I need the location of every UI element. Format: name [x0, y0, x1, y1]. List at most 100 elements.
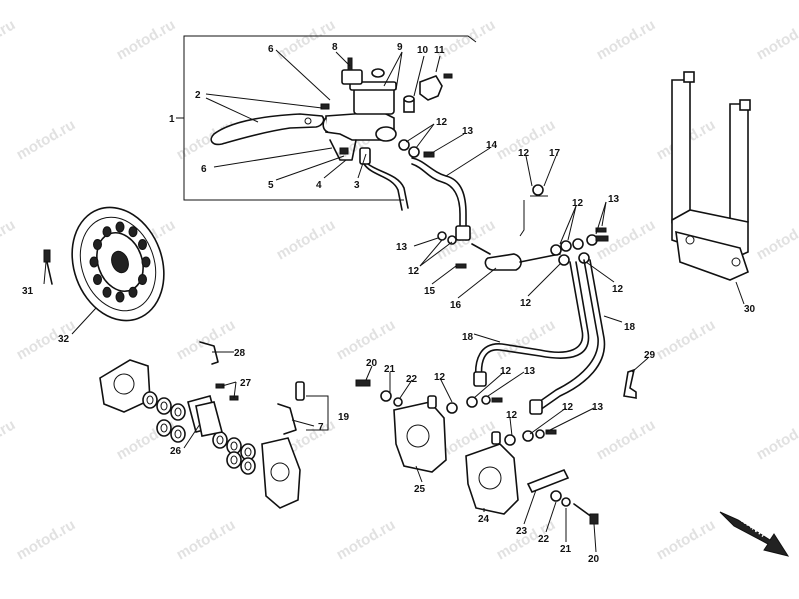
- watermark-text: motod.ru: [594, 16, 659, 63]
- disc-hole: [128, 286, 138, 298]
- fork-mounting-bracket: [671, 71, 751, 281]
- caliper-bleeder-and-clip: [277, 381, 329, 435]
- watermark-text: motod.ru: [0, 216, 18, 263]
- callout-21-a: 21: [384, 364, 396, 375]
- watermark-text: motod.ru: [754, 16, 799, 63]
- caliper-piston-ring: [226, 451, 242, 469]
- callout-12-c: 12: [572, 198, 584, 209]
- callout-12-b: 12: [518, 148, 530, 159]
- callout-1: 1: [169, 114, 175, 125]
- watermark-text: motod.ru: [754, 216, 799, 263]
- callout-labels: 1 2 3 4 5 6 6 7 8 9 10 11 12 13 14 12 17…: [22, 42, 756, 565]
- caliper-piston-ring: [240, 457, 256, 475]
- brake-lever: [210, 113, 325, 146]
- watermark-text: motod.ru: [174, 316, 239, 363]
- disc-hole: [115, 221, 125, 233]
- disc-hole: [141, 256, 151, 268]
- disc-hole: [93, 239, 102, 250]
- callout-12-g: 12: [434, 372, 446, 383]
- watermark-text: motod.ru: [494, 316, 559, 363]
- callout-25: 25: [414, 484, 426, 495]
- disc-hole: [102, 286, 112, 298]
- caliper-piston-bore: [230, 441, 238, 451]
- right-banjo-stack: [550, 227, 609, 266]
- caliper-piston-ring: [156, 419, 172, 437]
- watermark-text: motod.ru: [14, 516, 79, 563]
- callout-4: 4: [316, 180, 322, 191]
- master-cylinder-group-bracket: [176, 35, 477, 201]
- callout-13-a: 13: [462, 126, 474, 137]
- callout-6-lower: 6: [201, 164, 207, 175]
- callout-28: 28: [234, 348, 246, 359]
- brake-disc: [71, 206, 165, 322]
- callout-22-a: 22: [406, 374, 418, 385]
- callout-13-c: 13: [396, 242, 408, 253]
- piston-set: [142, 391, 256, 475]
- watermark-text: motod.ru: [114, 16, 179, 63]
- callout-8: 8: [332, 42, 338, 53]
- callout-12-d: 12: [408, 266, 420, 277]
- watermark-text: motod.ru: [0, 16, 18, 63]
- disc-hole: [93, 274, 102, 285]
- disc-hole: [89, 256, 99, 268]
- callout-2: 2: [195, 90, 201, 101]
- watermark-text: motod.ru: [594, 416, 659, 463]
- callout-12-j: 12: [562, 402, 574, 413]
- caliper-piston-ring: [170, 403, 186, 421]
- caliper-piston-bore: [216, 435, 224, 445]
- watermark-text: motod.ru: [334, 316, 399, 363]
- callout-21-b: 21: [560, 544, 572, 555]
- upper-banjo-fitting: [398, 139, 435, 158]
- callout-26: 26: [170, 446, 182, 457]
- brake-distributor: [437, 184, 561, 271]
- callout-10: 10: [417, 45, 429, 56]
- watermark-text: motod.ru: [654, 316, 719, 363]
- callout-11: 11: [434, 45, 445, 56]
- callout-12-h: 12: [500, 366, 512, 377]
- right-caliper: [465, 431, 599, 525]
- disc-hole: [115, 291, 125, 303]
- watermark-text: motod.ru: [754, 416, 799, 463]
- mirror-clamp: [419, 73, 453, 101]
- callout-3: 3: [354, 180, 360, 191]
- caliper-piston-bore: [230, 455, 238, 465]
- caliper-piston-ring: [142, 391, 158, 409]
- callout-13-d: 13: [524, 366, 536, 377]
- disc-hole: [102, 226, 112, 238]
- disc-bolt: [43, 249, 53, 285]
- lower-banjo-fittings: [446, 395, 557, 446]
- caliper-piston-ring: [212, 431, 228, 449]
- callout-9: 9: [397, 42, 403, 53]
- watermark-text: motod.ru: [654, 516, 719, 563]
- callout-31: 31: [22, 286, 34, 297]
- callout-19: 19: [338, 412, 350, 423]
- master-cylinder: [320, 57, 415, 161]
- callout-22-b: 22: [538, 534, 550, 545]
- watermark-text: motod.ru: [274, 216, 339, 263]
- caliper-piston-bore: [146, 395, 154, 405]
- hose-bracket: [623, 368, 637, 399]
- caliper-piston-bore: [160, 401, 168, 411]
- callout-29: 29: [644, 350, 656, 361]
- disc-hole: [128, 226, 138, 238]
- callout-20-b: 20: [588, 554, 600, 565]
- callout-12-f: 12: [612, 284, 624, 295]
- callout-24: 24: [478, 514, 490, 525]
- caliper-piston-bore: [244, 447, 252, 457]
- disc-holes: [89, 221, 151, 303]
- callout-32: 32: [58, 334, 70, 345]
- callout-12-e: 12: [520, 298, 532, 309]
- callout-18-b: 18: [462, 332, 474, 343]
- callout-27: 27: [240, 378, 252, 389]
- brake-light-switch: [359, 147, 409, 211]
- lower-brake-hoses: [473, 259, 606, 415]
- callout-18-a: 18: [624, 322, 636, 333]
- callout-20-a: 20: [366, 358, 378, 369]
- callout-5: 5: [268, 180, 274, 191]
- upper-brake-hose: [411, 157, 471, 241]
- callout-15: 15: [424, 286, 436, 297]
- middle-caliper: [355, 379, 447, 473]
- left-caliper-exploded: [99, 341, 301, 509]
- caliper-piston-ring: [156, 397, 172, 415]
